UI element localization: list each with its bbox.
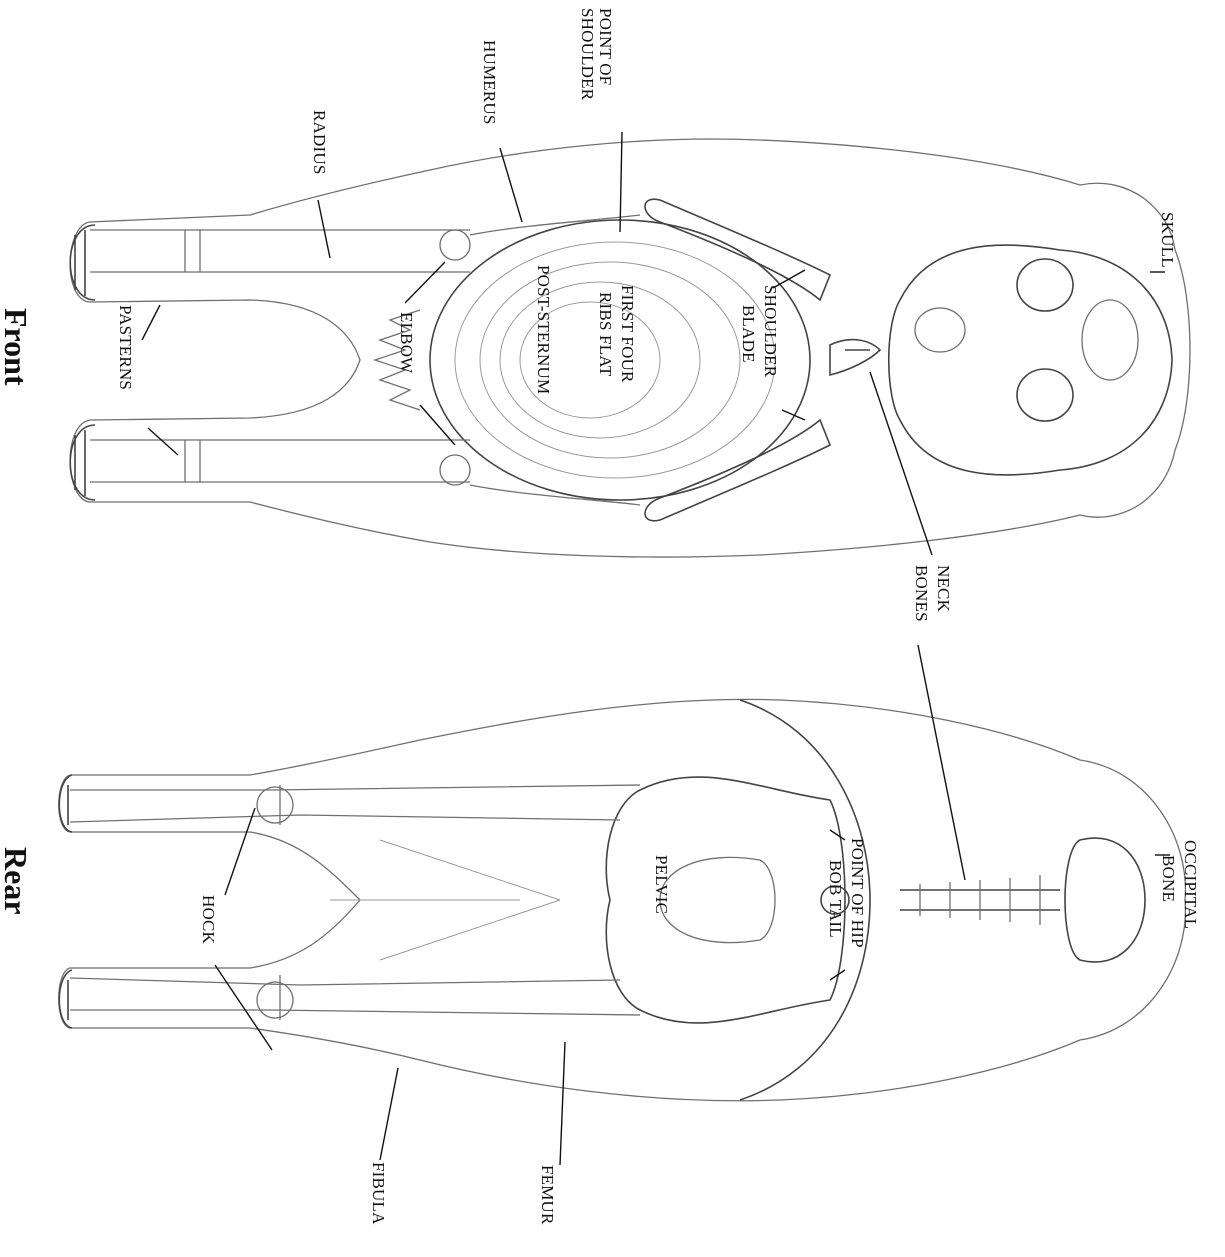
labels: POINT OF SHOULDER HUMERUS RADIUS PASTERN… <box>0 8 1200 1225</box>
label-femur: FEMUR <box>538 1165 557 1225</box>
label-pelvic: PELVIC <box>652 855 671 914</box>
label-hock: HOCK <box>199 895 218 944</box>
label-blade: BLADE <box>739 305 758 363</box>
label-point-of-shoulder: POINT OF <box>596 8 615 85</box>
front-leg-left <box>90 230 470 272</box>
label-radius: RADIUS <box>310 110 329 175</box>
front-leg-right <box>90 440 470 482</box>
label-bob-tail: BOB TAIL <box>826 860 845 938</box>
front-skull <box>889 245 1172 475</box>
pelvis <box>606 777 845 1023</box>
label-neck: NECK <box>934 565 953 613</box>
view-title-front: Front <box>0 308 34 386</box>
rear-view-drawing <box>59 699 1186 1100</box>
rear-leg-right <box>70 975 640 1020</box>
label-shoulder: SHOULDER <box>761 285 780 378</box>
label-humerus: HUMERUS <box>480 40 499 125</box>
label-first-four-ribs: FIRST FOUR <box>618 285 637 383</box>
label-pasterns: PASTERNS <box>116 305 135 390</box>
label-point-of-hip: POINT OF HIP <box>848 838 867 948</box>
label-skull: SKULL <box>1158 212 1177 268</box>
label-point-of-shoulder-2: SHOULDER <box>578 8 597 101</box>
label-post-sternum: POST-STERNUM <box>534 265 553 394</box>
label-bones: BONES <box>912 565 931 622</box>
rear-leg-left <box>70 785 640 825</box>
label-ribs-flat: RIBS FLAT <box>596 292 615 377</box>
front-body-outline <box>70 139 1080 557</box>
label-occipital: OCCIPITAL <box>1181 840 1200 929</box>
front-neck-vertebrae <box>830 340 880 375</box>
label-elbow: ELBOW <box>397 312 416 374</box>
occipital-bone <box>1065 838 1145 962</box>
view-title-rear: Rear <box>0 847 34 915</box>
label-fibula: FIBULA <box>369 1162 388 1225</box>
label-occipital-bone: BONE <box>1159 855 1178 902</box>
